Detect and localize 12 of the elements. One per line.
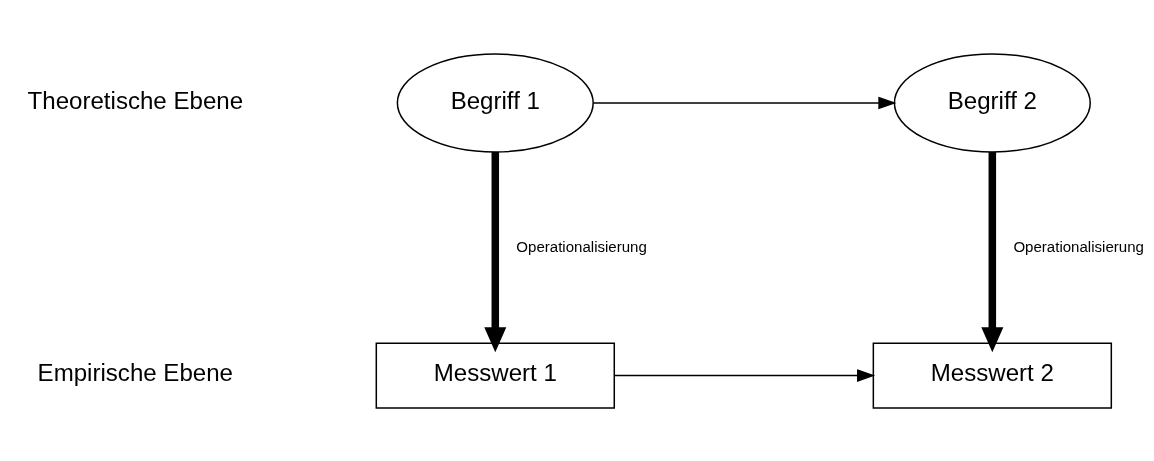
label: Empirische Ebene	[37, 358, 234, 386]
label: Theoretische Ebene	[27, 86, 244, 114]
node-ellipse: Begriff 1	[396, 52, 594, 153]
arrow	[981, 151, 1004, 352]
arrow	[592, 96, 897, 109]
arrow	[613, 368, 876, 382]
node-box: Messwert 1	[375, 341, 616, 409]
node-box: Messwert 2	[872, 341, 1113, 409]
edge-label: Operationalisierung	[516, 237, 647, 255]
node-ellipse: Begriff 2	[893, 52, 1091, 153]
arrow	[484, 151, 507, 352]
edge-label: Operationalisierung	[1013, 237, 1144, 255]
